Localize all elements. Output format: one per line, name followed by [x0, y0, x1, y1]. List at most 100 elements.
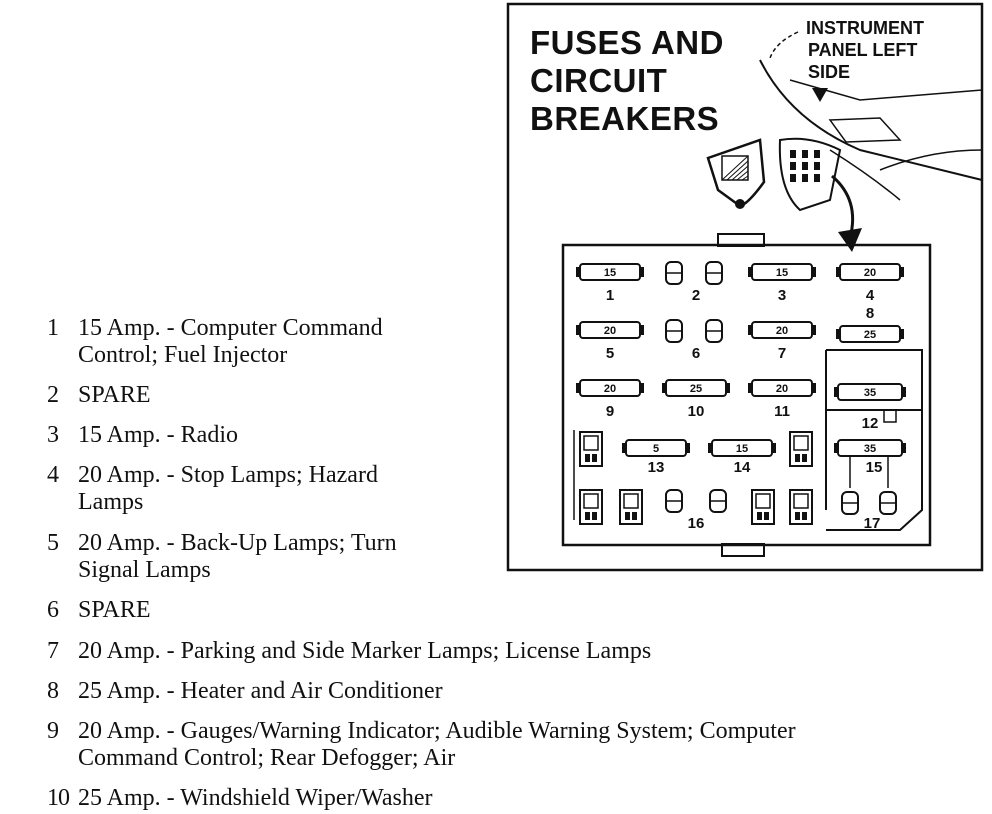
relay-window	[755, 493, 771, 509]
fuse-position-label: 8	[866, 305, 874, 322]
legend-number: 1	[47, 315, 59, 341]
relay-pin-a	[585, 512, 590, 520]
relay-pin-a	[795, 512, 800, 520]
fuse-3: 15	[748, 263, 816, 281]
legend-number: 9	[47, 718, 59, 744]
fuse-rating: 5	[653, 443, 659, 455]
fuse-4: 20	[836, 263, 904, 281]
fuse-10-right-cap	[726, 383, 730, 393]
relay-pin-a	[757, 512, 762, 520]
fuse-position-label: 7	[778, 345, 786, 362]
fuse-10-left-cap	[662, 383, 666, 393]
fuse-position-label: 1	[606, 287, 614, 304]
fuse-rating: 25	[690, 383, 702, 395]
spare-holder	[665, 261, 683, 285]
relay	[789, 489, 813, 525]
legend-number: 3	[47, 422, 59, 448]
legend-text: 15 Amp. - Computer Command	[78, 315, 383, 341]
fuse-position-label: 10	[688, 403, 705, 420]
legend-text: 20 Amp. - Stop Lamps; Hazard	[78, 462, 378, 488]
fuse-rating: 25	[864, 329, 876, 341]
panel-top-line	[789, 79, 983, 101]
diagram-frame	[506, 2, 984, 572]
spare-holder	[841, 491, 859, 515]
fuse-11-right-cap	[812, 383, 816, 393]
fuse-rating: 20	[776, 325, 788, 337]
relay-pin-b	[592, 454, 597, 462]
fuse-position-label: 3	[778, 287, 786, 304]
relay-pin-b	[632, 512, 637, 520]
slot-12-box	[883, 409, 897, 423]
cover-window	[721, 155, 749, 181]
fuse-7-right-cap	[812, 325, 816, 335]
panel-curve	[829, 149, 901, 201]
panel-bottom-tab	[721, 543, 765, 557]
spare-holder	[879, 491, 897, 515]
spare-holder	[665, 489, 683, 513]
fuse-8: 25	[836, 325, 904, 343]
fuse-7: 20	[748, 321, 816, 339]
fuse-8-left-cap	[836, 329, 840, 339]
fuse-14: 15	[708, 439, 776, 457]
fuse-rating: 20	[776, 383, 788, 395]
legend-text: Command Control; Rear Defogger; Air	[78, 745, 456, 771]
legend-text: 25 Amp. - Windshield Wiper/Washer	[78, 785, 433, 811]
fuse-14-right-cap	[772, 443, 776, 453]
legend-number: 2	[47, 382, 59, 408]
relay-pin-b	[592, 512, 597, 520]
mini-fuse-icon	[790, 150, 796, 158]
breaker-compartment	[825, 349, 923, 531]
mini-fuse-icon	[814, 150, 820, 158]
legend-text: Lamps	[78, 489, 144, 515]
fuse-12-left-cap	[834, 387, 838, 397]
fuse-15: 35	[834, 439, 906, 457]
fuse-position-label: 15	[866, 459, 883, 476]
fuse-13-left-cap	[622, 443, 626, 453]
fuse-9-left-cap	[576, 383, 580, 393]
legend-text: 20 Amp. - Back-Up Lamps; Turn	[78, 530, 397, 556]
panel-lower-line	[879, 149, 983, 171]
fuse-rating: 15	[604, 267, 616, 279]
cover-hatch	[721, 155, 749, 181]
location-label: INSTRUMENT	[806, 18, 924, 38]
fuse-14-left-cap	[708, 443, 712, 453]
fuse-5: 20	[576, 321, 644, 339]
legend-number: 4	[47, 462, 59, 488]
relay	[579, 431, 603, 467]
leader-line	[769, 31, 799, 59]
legend-text: Signal Lamps	[78, 557, 211, 583]
fuse-11: 20	[748, 379, 816, 397]
relay-pin-b	[802, 454, 807, 462]
legend-text: 15 Amp. - Radio	[78, 422, 238, 448]
fuse-15-left-cap	[834, 443, 838, 453]
fuse-position-label: 5	[606, 345, 614, 362]
fuse-rating: 35	[864, 443, 876, 455]
legend-number: 5	[47, 530, 59, 556]
fuse-12: 35	[834, 383, 906, 401]
fuse-10: 25	[662, 379, 730, 397]
fuse-9: 20	[576, 379, 644, 397]
spare-holder	[709, 489, 727, 513]
relay-window	[793, 435, 809, 451]
panel-top-tab	[717, 233, 765, 247]
mini-fuse-icon	[802, 162, 808, 170]
legend-number: 6	[47, 597, 59, 623]
relay-window	[623, 493, 639, 509]
fuse-block-location	[778, 137, 842, 212]
spare-holder	[665, 319, 683, 343]
pointer-arrow	[812, 88, 828, 102]
fuse-rating: 35	[864, 387, 876, 399]
relay-pin-b	[764, 512, 769, 520]
legend-text: 25 Amp. - Heater and Air Conditioner	[78, 678, 443, 704]
fuse-position-label: 14	[734, 459, 751, 476]
mini-fuse-icon	[814, 162, 820, 170]
fuse-1-left-cap	[576, 267, 580, 277]
fuse-position-label: 9	[606, 403, 614, 420]
fuse-1: 15	[576, 263, 644, 281]
fuse-position-label: 13	[648, 459, 665, 476]
fuse-position-label: 17	[864, 515, 881, 532]
relay-window	[793, 493, 809, 509]
